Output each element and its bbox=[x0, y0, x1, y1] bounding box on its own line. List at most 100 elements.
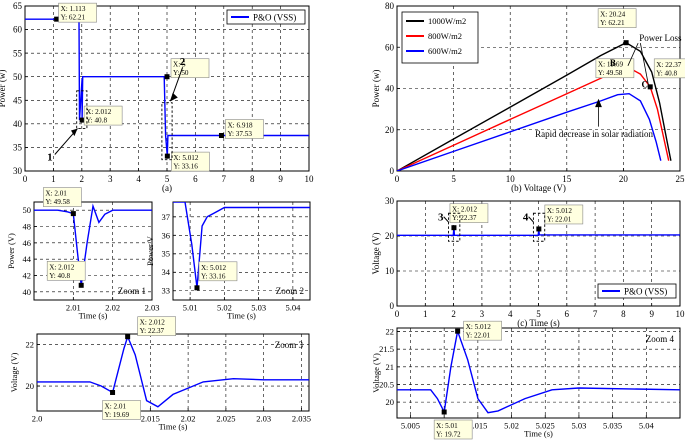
arrow-rapid-decrease-head bbox=[595, 98, 602, 108]
datatip-y: Y: 37.53 bbox=[227, 130, 252, 138]
datatip-marker bbox=[164, 74, 170, 80]
x-tick-label: 2.01 bbox=[66, 303, 81, 313]
y-tick-label: 60 bbox=[13, 25, 23, 35]
annotation-1: 1 bbox=[47, 152, 53, 164]
y-axis-label: Voltage (V) bbox=[371, 353, 381, 393]
x-tick-label: 5.035 bbox=[603, 421, 622, 431]
highlight-box-2 bbox=[161, 102, 173, 161]
datatip-x: X: 2.012 bbox=[140, 319, 166, 327]
series-line-zoom4 bbox=[397, 328, 680, 415]
x-tick-label: 10 bbox=[676, 309, 685, 319]
x-tick-label: 10 bbox=[506, 174, 516, 184]
x-tick-label: 0 bbox=[395, 309, 400, 319]
x-tick-label: 5.015 bbox=[468, 421, 487, 431]
datatip-y: Y: 22.37 bbox=[140, 327, 165, 335]
datatip-y: Y: 19.72 bbox=[436, 431, 461, 439]
annotation-power-loss: Power Loss bbox=[639, 33, 682, 43]
datatip-x: X: 22.37 bbox=[656, 61, 682, 69]
datatip-marker bbox=[536, 226, 542, 232]
y-tick-label: 80 bbox=[385, 1, 395, 11]
datatip-marker bbox=[79, 117, 85, 123]
y-tick-label: 20 bbox=[26, 381, 35, 391]
datatip-y: Y: 33.16 bbox=[201, 272, 226, 280]
annotation-2: 2 bbox=[180, 56, 186, 68]
x-axis-label: (b) Voltage (V) bbox=[511, 183, 566, 193]
x-axis-label: Time (s) bbox=[79, 311, 108, 321]
legend-entry: 1000W/m2 bbox=[428, 16, 466, 26]
datatip-marker bbox=[164, 153, 170, 159]
y-tick-label: 37 bbox=[162, 212, 171, 222]
highlight-box-4 bbox=[532, 212, 546, 242]
y-tick-label: 34 bbox=[162, 267, 171, 277]
arrow-1-head bbox=[71, 128, 78, 137]
x-tick-label: 2.0 bbox=[32, 414, 43, 424]
y-tick-label: 21 bbox=[386, 362, 395, 372]
y-tick-label: 40 bbox=[385, 84, 395, 94]
x-tick-label: 4 bbox=[508, 309, 513, 319]
datatip-x: X: 6.918 bbox=[227, 122, 253, 130]
x-tick-label: 3 bbox=[480, 309, 485, 319]
x-axis-label: Time (s) bbox=[524, 429, 553, 439]
x-tick-label: 8 bbox=[621, 309, 626, 319]
datatip-x: X: 2.01 bbox=[45, 190, 67, 198]
y-tick-label: 21.5 bbox=[379, 344, 394, 354]
datatip-x: X: 2.012 bbox=[452, 206, 478, 214]
y-tick-label: 60 bbox=[385, 42, 395, 52]
x-tick-label: 6 bbox=[565, 309, 570, 319]
datatip-x: X: 5.012 bbox=[547, 207, 573, 215]
x-axis-label: Time (s) bbox=[227, 311, 256, 321]
datatip-y: Y: 49.58 bbox=[598, 69, 623, 77]
x-axis-label: (c) Time (s) bbox=[517, 318, 560, 328]
x-tick-label: 5.02 bbox=[504, 421, 519, 431]
x-tick-label: 5.01 bbox=[183, 303, 198, 313]
datatip-box bbox=[58, 2, 97, 23]
zoom-title: Zoom 2 bbox=[276, 286, 304, 296]
y-tick-label: 30 bbox=[385, 196, 395, 206]
datatip-y: Y: 62.21 bbox=[61, 14, 86, 22]
datatip-box bbox=[653, 58, 685, 79]
legend-entry: P&O (VSS) bbox=[253, 13, 296, 23]
datatip-marker bbox=[455, 328, 461, 334]
y-axis-label: Power (w) bbox=[0, 70, 7, 108]
y-tick-label: 48 bbox=[23, 221, 32, 231]
x-tick-label: 25 bbox=[676, 174, 685, 184]
datatip-box bbox=[433, 419, 473, 440]
arrow-power-loss-a bbox=[627, 42, 639, 66]
datatip-box bbox=[597, 8, 637, 28]
datatip-y: Y: 19.69 bbox=[105, 411, 130, 419]
y-tick-label: 20 bbox=[385, 125, 395, 135]
panel-zoom4: 5.0055.015.0155.025.0255.035.0355.042020… bbox=[371, 320, 681, 440]
y-tick-label: 42 bbox=[23, 270, 32, 280]
datatip-y: Y: 40.8 bbox=[86, 117, 107, 125]
x-tick-label: 0 bbox=[395, 174, 400, 184]
y-tick-label: 35 bbox=[162, 249, 171, 259]
datatip-box bbox=[595, 58, 635, 79]
datatip-box bbox=[137, 316, 176, 337]
datatip-y: Y: 49.58 bbox=[45, 198, 70, 206]
legend-entry: 600W/m2 bbox=[428, 46, 462, 56]
datatip-box bbox=[198, 261, 238, 282]
datatip-marker bbox=[125, 334, 131, 340]
x-tick-label: 15 bbox=[562, 174, 572, 184]
arrow-3 bbox=[443, 216, 449, 223]
datatip-marker bbox=[647, 84, 653, 90]
x-tick-label: 8 bbox=[250, 174, 255, 184]
y-tick-label: 20 bbox=[385, 231, 395, 241]
datatip-marker bbox=[110, 389, 116, 395]
series-line-800w-m2 bbox=[397, 67, 670, 171]
x-tick-label: 7 bbox=[593, 309, 598, 319]
x-tick-label: 2.03 bbox=[145, 303, 160, 313]
plot-frame bbox=[396, 200, 681, 307]
y-tick-label: 55 bbox=[13, 48, 23, 58]
datatip-box bbox=[83, 105, 123, 126]
annotation-4: 4 bbox=[523, 211, 529, 223]
plot-frame bbox=[396, 327, 681, 419]
y-axis-label: Voltage (V) bbox=[9, 352, 19, 392]
y-tick-label: 22 bbox=[26, 339, 35, 349]
y-tick-label: 36 bbox=[162, 230, 171, 240]
datatip-marker bbox=[54, 16, 60, 22]
x-tick-label: 2.025 bbox=[216, 414, 235, 424]
